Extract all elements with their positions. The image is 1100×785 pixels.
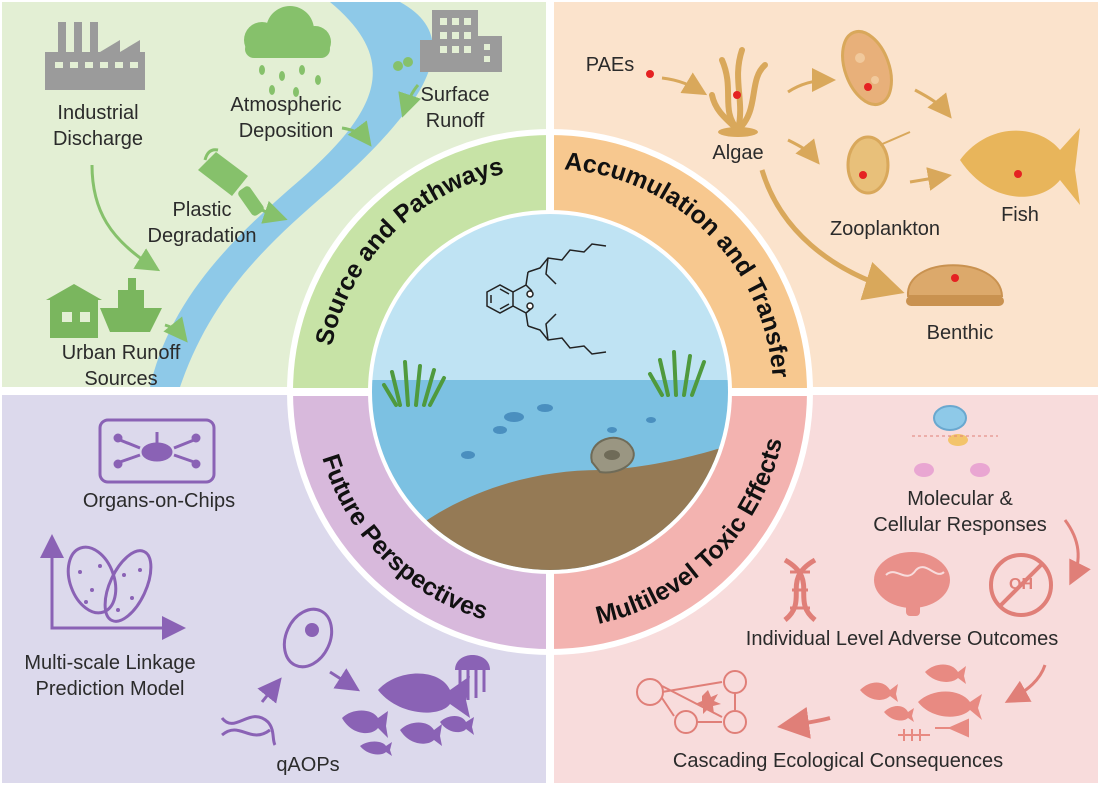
arrow-algae-benthic: [759, 169, 905, 301]
plastic-bag-icon: [198, 148, 248, 196]
label-multiscale-model: Multi-scale Linkage Prediction Model: [24, 652, 196, 700]
label-qaops: qAOPs: [276, 754, 340, 776]
label-urban-runoff: Urban Runoff Sources: [61, 342, 181, 390]
rain-cloud-icon: [244, 6, 331, 97]
no-oh-icon: [989, 553, 1053, 617]
scatter-model-icon: [40, 534, 186, 640]
arrow-cell-fish: [329, 668, 361, 692]
buildings-icon: [393, 10, 502, 72]
factory-icon: [45, 22, 145, 90]
phthalate-structure-icon: [486, 243, 607, 355]
zooplankton-paramecium-icon: [841, 30, 893, 106]
arrow-zoo1-fish: [914, 88, 952, 119]
arrow-dna-cell: [257, 677, 282, 704]
dying-fish-icon: [860, 664, 982, 741]
arrow-algae-zoo2: [787, 138, 820, 165]
arrow-atmospheric: [341, 120, 372, 147]
label-molecular-cellular: Molecular & Cellular Responses: [873, 488, 1047, 536]
label-organs-on-chips: Organs-on-Chips: [82, 490, 236, 512]
ship-icon: [100, 278, 162, 332]
label-algae: Algae: [712, 142, 764, 164]
arrow-surface: [398, 84, 422, 118]
label-benthic: Benthic: [926, 322, 994, 344]
cell-membrane-icon: [912, 405, 998, 477]
label-surface-runoff: Surface Runoff: [420, 84, 490, 132]
pae-dot: [646, 70, 654, 78]
arrow-cascade-network: [777, 706, 831, 739]
arrow-urban: [163, 316, 188, 343]
cell-icon: [282, 607, 334, 669]
label-individual-level: Individual Level Adverse Outcomes: [745, 628, 1059, 650]
arrow-plastic: [261, 200, 288, 224]
algae-icon: [709, 47, 768, 137]
urban-house-icon: [46, 284, 102, 338]
organ-chip-icon: [98, 418, 216, 484]
grass-left: [382, 360, 446, 407]
label-cascading: Cascading Ecological Consequences: [672, 750, 1004, 772]
label-oh: OH: [1009, 576, 1033, 593]
network-icon: [636, 670, 747, 734]
algae-dot: [733, 91, 741, 99]
label-plastic-degradation: Plastic Degradation: [147, 199, 257, 247]
label-fish: Fish: [1001, 204, 1039, 226]
label-zooplankton: Zooplankton: [829, 218, 941, 240]
arrow-zoo2-fish: [909, 167, 952, 191]
benthic-clam-icon: [906, 264, 1004, 306]
label-industrial-discharge: Industrial Discharge: [52, 102, 144, 150]
plastic-bottle-icon: [238, 186, 264, 216]
zooplankton-daphnia-icon: [846, 131, 911, 195]
arrow-paes-algae: [661, 72, 708, 96]
jellyfish-icon: [455, 655, 490, 700]
arrow-molecular-individual: [1063, 519, 1091, 586]
arrow-industrial: [90, 164, 161, 272]
label-atmospheric-deposition: Atmospheric Deposition: [230, 94, 342, 142]
river: [150, 2, 433, 387]
dna-icon: [220, 715, 277, 746]
label-paes: PAEs: [585, 54, 635, 76]
fish-school-icon: [342, 673, 474, 756]
fish-icon: [960, 128, 1080, 205]
grass-right: [648, 350, 706, 397]
arrow-algae-zoo1: [787, 68, 836, 94]
arrow-individual-cascade: [1004, 664, 1047, 703]
dna-helix-icon: [783, 557, 817, 622]
brain-icon: [874, 552, 950, 616]
